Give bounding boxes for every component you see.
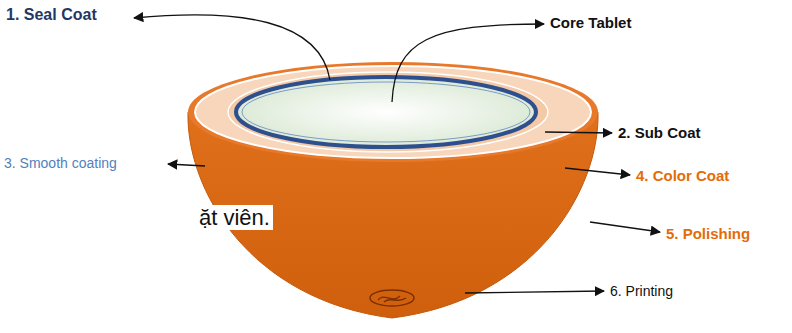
smooth-coating-rim — [188, 62, 598, 162]
leader-arrow — [134, 15, 330, 80]
core-tablet — [242, 82, 530, 142]
slide-text-fragment: ặt viên. — [196, 205, 273, 230]
leader-arrow — [545, 132, 612, 133]
callout-label: 1. Seal Coat — [6, 6, 97, 24]
sub-coat — [228, 72, 548, 152]
printing-mark — [370, 290, 414, 306]
leader-arrow — [590, 222, 660, 232]
callout-label: 4. Color Coat — [636, 167, 729, 184]
callout-label: 2. Sub Coat — [618, 124, 701, 141]
smooth-coating — [195, 66, 591, 158]
leader-arrow — [392, 24, 544, 102]
leader-arrow — [465, 291, 604, 293]
callout-label: 5. Polishing — [666, 225, 750, 242]
callout-label: 3. Smooth coating — [4, 155, 117, 171]
leader-arrow — [168, 164, 205, 166]
seal-coat — [236, 77, 536, 147]
leader-arrow — [565, 168, 630, 175]
callout-label: Core Tablet — [550, 14, 631, 31]
callout-label: 6. Printing — [610, 283, 673, 299]
